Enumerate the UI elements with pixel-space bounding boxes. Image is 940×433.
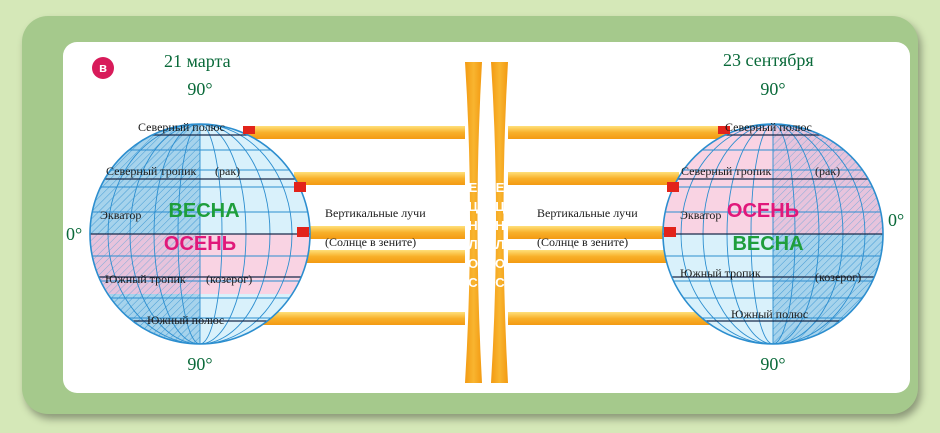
- right-bottom-degree: 90°: [760, 354, 785, 374]
- sun-letter-left-4: Н: [468, 218, 477, 233]
- marker-north-pole-right: [718, 126, 730, 134]
- sun-letters-left: С О Л Н Ц Е: [468, 180, 478, 290]
- right-north-tropic-name: (рак): [815, 164, 840, 178]
- sun-letter-right-5: О: [495, 256, 505, 271]
- right-season-bottom: ВЕСНА: [732, 233, 803, 255]
- left-season-top: ВЕСНА: [168, 200, 239, 222]
- sun-left-band: [465, 62, 482, 383]
- sun-letter-left-6: Е: [469, 180, 478, 195]
- right-date: 23 сентября: [723, 50, 814, 70]
- sun-right-band: [491, 62, 508, 383]
- right-texts: 23 сентября 90° 90° 0° Северный полюс Се…: [537, 50, 904, 374]
- right-side-degree: 0°: [888, 210, 904, 230]
- ray-zenith-left: [294, 250, 465, 263]
- ray-equator-right: [508, 226, 664, 239]
- left-side-degree: 0°: [66, 224, 82, 244]
- left-north-pole-label: Северный полюс: [138, 120, 225, 134]
- left-bottom-degree: 90°: [187, 354, 212, 374]
- right-zenith-label: (Солнце в зените): [537, 235, 628, 249]
- marker-north-tropic-left: [294, 182, 306, 192]
- diagram-panel: в 21 марта 90° 90° 0° Северный полюс Сев…: [63, 42, 910, 393]
- ray-north-tropic-left: [294, 172, 465, 185]
- right-equator-label: Экватор: [680, 208, 721, 222]
- right-south-pole-label: Южный полюс: [731, 307, 808, 321]
- sun-letters-right: Е Ц Н Л О С: [495, 180, 505, 290]
- left-north-tropic-name: (рак): [215, 164, 240, 178]
- left-equator-label: Экватор: [100, 208, 141, 222]
- left-rays: [243, 126, 465, 325]
- sun-letter-right-4: Л: [495, 237, 504, 252]
- right-season-top: ОСЕНЬ: [727, 200, 799, 222]
- sun-letter-right-2: Ц: [495, 199, 505, 214]
- marker-north-tropic-right: [667, 182, 679, 192]
- left-rays-label: Вертикальные лучи: [325, 206, 426, 220]
- right-south-tropic-name: (козерог): [815, 270, 861, 284]
- ray-south-pole-right: [508, 312, 730, 325]
- left-south-tropic-name: (козерог): [206, 272, 252, 286]
- left-south-pole-label: Южный полюс: [147, 313, 224, 327]
- left-date: 21 марта: [164, 51, 231, 71]
- marker-equator-left: [297, 227, 309, 237]
- left-season-bottom: ОСЕНЬ: [164, 233, 236, 255]
- sun-letter-right-1: Е: [496, 180, 505, 195]
- left-zenith-label: (Солнце в зените): [325, 235, 416, 249]
- right-rays: [508, 126, 730, 325]
- diagram-canvas: в 21 марта 90° 90° 0° Северный полюс Сев…: [66, 50, 904, 383]
- ray-zenith-right: [508, 250, 679, 263]
- ray-north-pole-left: [243, 126, 465, 139]
- right-north-pole-label: Северный полюс: [725, 120, 812, 134]
- sun-letter-left-2: О: [468, 256, 478, 271]
- marker-equator-right: [664, 227, 676, 237]
- left-south-tropic-label: Южный тропик: [105, 272, 186, 286]
- ray-north-pole-right: [508, 126, 730, 139]
- ray-equator-left: [309, 226, 465, 239]
- right-north-tropic-label: Северный тропик: [681, 164, 772, 178]
- panel-letter: в: [99, 60, 107, 75]
- sun-band: С О Л Н Ц Е Е Ц Н Л О С: [465, 62, 508, 383]
- left-markers: [243, 126, 309, 237]
- right-markers: [664, 126, 730, 237]
- left-texts: в 21 марта 90° 90° 0° Северный полюс Сев…: [66, 51, 426, 374]
- panel-letter-badge: [92, 57, 114, 79]
- left-top-degree: 90°: [187, 79, 212, 99]
- marker-north-pole-left: [243, 126, 255, 134]
- right-rays-label: Вертикальные лучи: [537, 206, 638, 220]
- ray-north-tropic-right: [508, 172, 679, 185]
- right-top-degree: 90°: [760, 79, 785, 99]
- ray-south-pole-left: [243, 312, 465, 325]
- sun-letter-right-6: С: [495, 275, 505, 290]
- sun-letter-right-3: Н: [495, 218, 504, 233]
- left-north-tropic-label: Северный тропик: [106, 164, 197, 178]
- sun-letter-left-1: С: [468, 275, 478, 290]
- sun-letter-left-3: Л: [468, 237, 477, 252]
- sun-letter-left-5: Ц: [468, 199, 478, 214]
- right-south-tropic-label: Южный тропик: [680, 266, 761, 280]
